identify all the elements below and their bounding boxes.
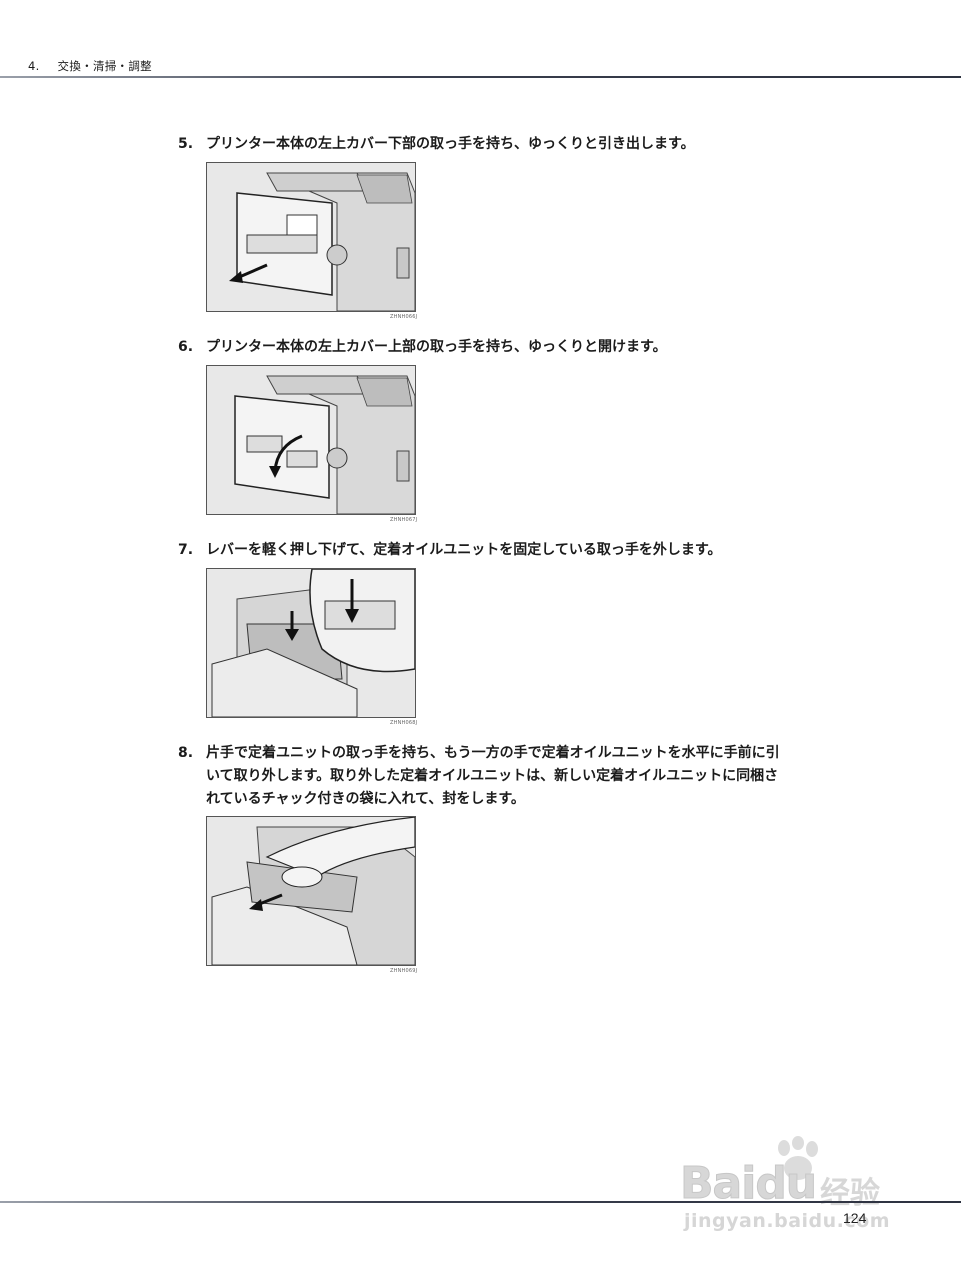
watermark-jingyan: 经验 — [820, 1176, 880, 1211]
watermark-url: jingyan.baidu.com — [684, 1210, 890, 1232]
step-text: レバーを軽く押し下げて、定着オイルユニットを固定している取っ手を外します。 — [206, 542, 722, 558]
page-number: 124 — [843, 1210, 867, 1226]
step-number: 8. — [178, 745, 194, 761]
printer-illustration — [207, 366, 415, 514]
figure-step-8 — [206, 816, 416, 966]
printer-illustration — [207, 569, 415, 717]
footer-rule — [0, 1201, 961, 1203]
step-6: 6. プリンター本体の左上カバー上部の取っ手を持ち、ゆっくりと開けます。 — [178, 336, 878, 359]
figure-code: ZHNH067J — [390, 517, 418, 523]
printer-illustration — [207, 817, 415, 965]
header-rule — [0, 76, 961, 78]
step-number: 6. — [178, 339, 194, 355]
step-5: 5. プリンター本体の左上カバー下部の取っ手を持ち、ゆっくりと引き出します。 — [178, 133, 878, 156]
paw-icon — [778, 1136, 818, 1180]
step-number: 7. — [178, 542, 194, 558]
chapter-number: 4. — [28, 59, 40, 73]
step-number: 5. — [178, 136, 194, 152]
figure-code: ZHNH069J — [390, 968, 418, 974]
step-7: 7. レバーを軽く押し下げて、定着オイルユニットを固定している取っ手を外します。 — [178, 539, 878, 562]
figure-code: ZHNH066J — [390, 314, 418, 320]
step-text: プリンター本体の左上カバー下部の取っ手を持ち、ゆっくりと引き出します。 — [206, 136, 695, 152]
figure-step-7 — [206, 568, 416, 718]
step-text-line-1: 片手で定着ユニットの取っ手を持ち、もう一方の手で定着オイルユニットを水平に手前に… — [206, 745, 780, 761]
page-header: 4. 交換・清掃・調整 — [28, 58, 152, 74]
step-8: 8. 片手で定着ユニットの取っ手を持ち、もう一方の手で定着オイルユニットを水平に手… — [178, 742, 878, 811]
figure-code: ZHNH068J — [390, 720, 418, 726]
baidu-watermark: Baidu 经验 jingyan.baidu.com — [679, 1132, 940, 1252]
step-text: プリンター本体の左上カバー上部の取っ手を持ち、ゆっくりと開けます。 — [206, 339, 667, 355]
figure-step-6 — [206, 365, 416, 515]
step-text-line-3: れているチャック付きの袋に入れて、封をします。 — [206, 791, 525, 807]
watermark-brand: Baidu — [679, 1158, 817, 1210]
printer-illustration — [207, 163, 415, 311]
step-text-line-2: いて取り外します。取り外した定着オイルユニットは、新しい定着オイルユニットに同梱… — [206, 768, 779, 784]
figure-step-5 — [206, 162, 416, 312]
chapter-title: 交換・清掃・調整 — [57, 59, 152, 73]
